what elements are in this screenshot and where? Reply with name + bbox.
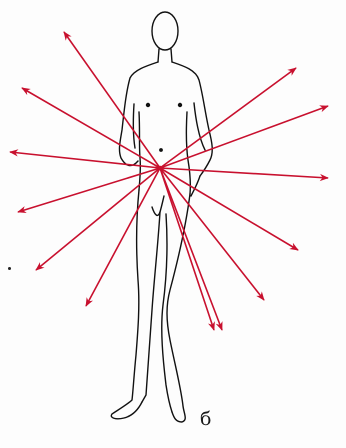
ray-arrow (160, 106, 328, 168)
left-leg-inner (142, 212, 160, 402)
right-nipple (179, 104, 182, 107)
left-nipple (147, 104, 150, 107)
right-leg-outer (167, 194, 190, 422)
right-torso (172, 62, 212, 176)
groin (152, 196, 164, 215)
left-leg-outer (111, 190, 142, 419)
left-arm-inner (133, 104, 135, 148)
human-outline (111, 12, 212, 422)
ray-arrow (64, 32, 160, 168)
figure-caption: б (200, 408, 211, 430)
neck (158, 49, 172, 62)
navel (160, 149, 162, 151)
left-waist (139, 112, 140, 190)
ray-group (10, 32, 328, 330)
head (152, 12, 178, 50)
ray-origin-point (158, 166, 162, 170)
ray-arrow (160, 168, 298, 250)
right-waist (186, 112, 190, 194)
right-arm-inner (194, 103, 205, 150)
ray-arrow (36, 168, 160, 270)
ray-arrow (160, 68, 296, 168)
right-hand (191, 176, 200, 196)
ray-arrow (160, 168, 222, 330)
ray-arrow (160, 168, 328, 178)
ink-speck (8, 267, 11, 270)
ray-arrow (86, 168, 160, 306)
ray-arrow (160, 168, 264, 300)
